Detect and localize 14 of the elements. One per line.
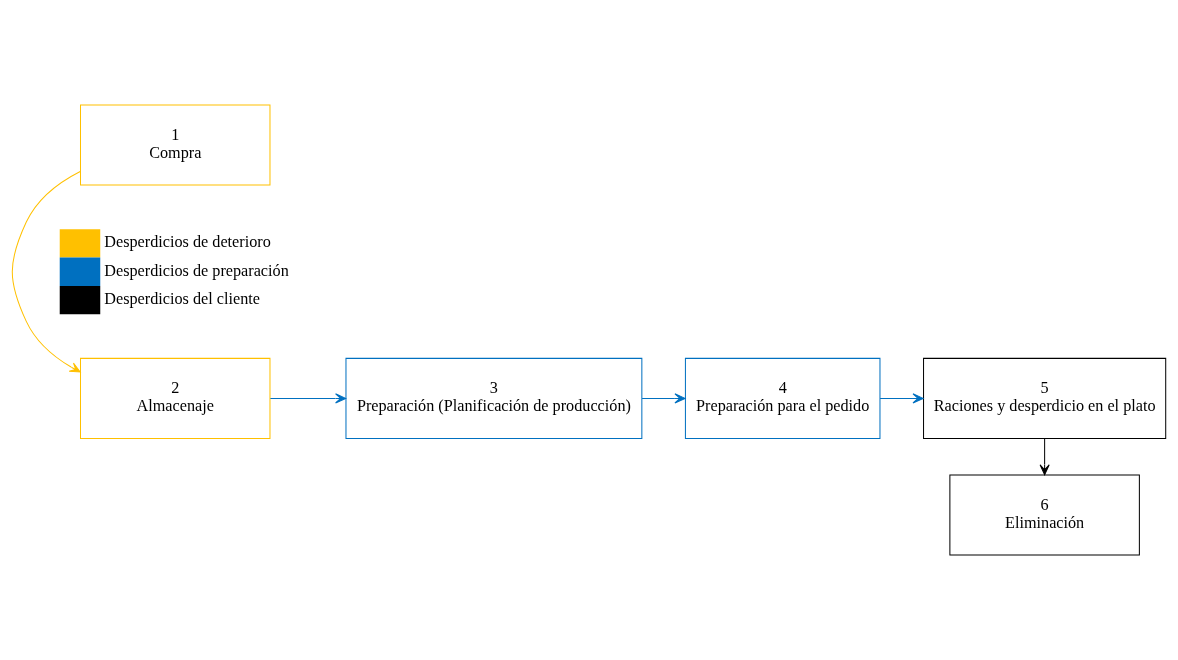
legend-label: Desperdicios de preparación bbox=[104, 261, 289, 280]
legend-label: Desperdicios del cliente bbox=[104, 289, 260, 308]
arrow bbox=[641, 393, 686, 404]
node-box: 2 Almacenaje bbox=[80, 357, 271, 439]
node-box: 5 Raciones y desperdicio en el plato bbox=[923, 357, 1167, 439]
arrow bbox=[1039, 437, 1050, 476]
arrow bbox=[269, 393, 347, 404]
arrow bbox=[11, 170, 81, 373]
legend-label: Desperdicios de deterioro bbox=[104, 233, 271, 252]
node-box: 4 Preparación para el pedido bbox=[684, 357, 881, 439]
node-box: 3 Preparación (Planificación de producción) bbox=[345, 357, 643, 439]
arrow bbox=[879, 393, 924, 404]
node-box: 6 Eliminación bbox=[949, 474, 1140, 556]
node-box: 1 Compra bbox=[80, 104, 271, 186]
